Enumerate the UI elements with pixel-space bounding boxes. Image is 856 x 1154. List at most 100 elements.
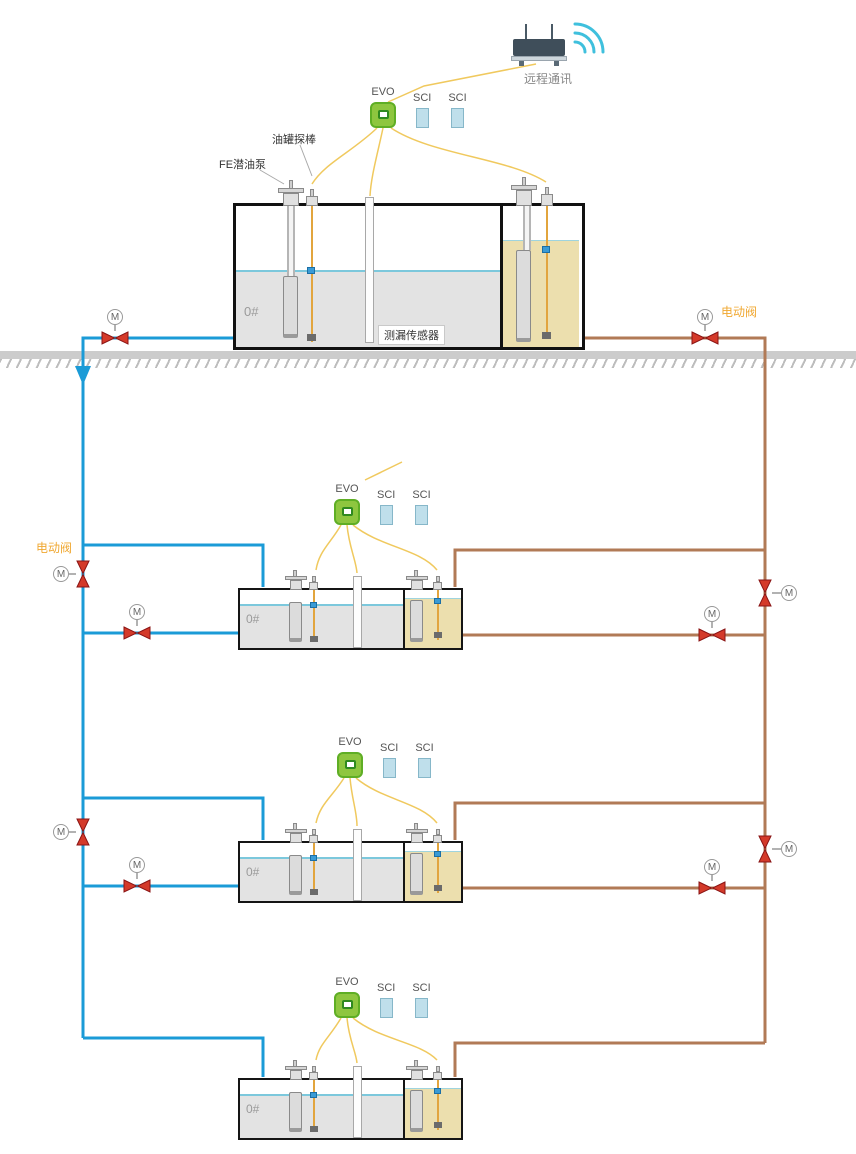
remote-router	[511, 24, 567, 66]
router-leg	[519, 61, 524, 66]
probe-cable	[311, 206, 313, 342]
motor-valve	[123, 626, 151, 640]
router-leg	[554, 61, 559, 66]
motor-badge: M	[53, 824, 69, 840]
evo-screen-icon	[341, 1000, 353, 1009]
evo-console	[337, 752, 363, 778]
probe-cable	[546, 206, 548, 339]
probe-weight	[542, 332, 551, 339]
drop-tube	[523, 206, 531, 250]
probe-cable	[313, 590, 315, 642]
sci-module	[382, 758, 396, 778]
motor-valve	[76, 818, 90, 846]
probe-fitting	[433, 835, 442, 843]
sci-label: SCI	[412, 489, 431, 501]
leak-sensor-tube	[353, 829, 362, 901]
sci-unit: SCI	[380, 742, 398, 778]
evo-unit: EVO	[334, 483, 360, 525]
tank-fitting	[285, 829, 307, 833]
tank-fitting	[511, 185, 537, 190]
probe-cable	[437, 1080, 439, 1130]
antenna-icon	[551, 24, 553, 40]
antenna-icon	[525, 24, 527, 40]
motor-badge: M	[129, 604, 145, 620]
sci-unit: SCI	[412, 982, 431, 1018]
probe-weight	[310, 636, 318, 642]
probe-weight	[434, 885, 442, 891]
probe-cable	[313, 1080, 315, 1132]
underground-tank-1: 0#	[238, 570, 463, 650]
probe-float	[310, 602, 317, 608]
submersible-pump	[289, 602, 302, 642]
probe-float	[434, 851, 441, 857]
oil-fill	[503, 240, 579, 347]
wifi-signal-icon	[573, 22, 605, 54]
submersible-pump	[516, 250, 531, 342]
tank-fitting	[285, 576, 307, 580]
monitoring-station-2: EVO SCI SCI	[334, 483, 431, 525]
motor-valve-label: 电动阀	[36, 541, 73, 555]
label-leader-lines	[259, 144, 313, 185]
probe-fitting	[436, 576, 440, 582]
probe-weight	[310, 1126, 318, 1132]
sci-label: SCI	[380, 742, 399, 754]
router-body	[513, 39, 565, 56]
tank-liquid	[240, 857, 403, 901]
motor-valve	[123, 879, 151, 893]
sci-label: SCI	[413, 92, 432, 104]
probe-float	[310, 1092, 317, 1098]
motor-valve	[698, 881, 726, 895]
probe-fitting	[309, 1072, 318, 1080]
tank-fitting	[406, 1066, 428, 1070]
submersible-pump	[410, 1090, 423, 1132]
oil-compartment	[500, 206, 579, 347]
motor-valve	[691, 331, 719, 345]
evo-label: EVO	[338, 736, 362, 748]
tank-fitting	[290, 580, 302, 590]
evo-label: EVO	[335, 483, 359, 495]
tank-liquid	[240, 604, 403, 648]
probe-weight	[310, 889, 318, 895]
probe-fitting	[312, 829, 316, 835]
monitoring-station-3: EVO SCI SCI	[337, 736, 434, 778]
blue-fuel-pipes	[81, 336, 265, 1077]
evo-console	[334, 992, 360, 1018]
leak-sensor-label: 测漏传感器	[378, 325, 445, 345]
sci-module	[415, 505, 429, 525]
probe-float	[434, 1088, 441, 1094]
sci-module	[415, 108, 429, 128]
motor-valve	[101, 331, 129, 345]
probe-fitting	[433, 1072, 442, 1080]
sci-unit: SCI	[413, 92, 431, 128]
tank-fitting	[411, 833, 423, 843]
probe-cable	[437, 590, 439, 640]
sci-unit: SCI	[448, 92, 467, 128]
tank-fitting	[283, 193, 299, 206]
brown-fuel-pipes	[453, 336, 767, 1077]
motor-badge: M	[781, 585, 797, 601]
remote-comm-label: 远程通讯	[524, 72, 573, 86]
motor-badge: M	[704, 606, 720, 622]
probe-cable	[313, 843, 315, 895]
tank-fitting	[290, 833, 302, 843]
probe-weight	[307, 334, 316, 341]
sci-label: SCI	[448, 92, 467, 104]
motor-badge: M	[697, 309, 713, 325]
motor-valve	[758, 835, 772, 863]
probe-fitting	[433, 582, 442, 590]
motor-badge: M	[704, 859, 720, 875]
sci-label: SCI	[377, 489, 396, 501]
monitoring-station-4: EVO SCI SCI	[334, 976, 431, 1018]
tank-number: 0#	[246, 865, 260, 879]
fe-pump-label: FE潜油泵	[219, 159, 267, 171]
probe-cable	[437, 843, 439, 893]
evo-label: EVO	[371, 86, 395, 98]
leak-sensor-tube	[353, 1066, 362, 1138]
probe-fitting	[436, 1066, 440, 1072]
tank-fitting	[406, 829, 428, 833]
monitoring-station-1: EVO SCI SCI	[370, 86, 467, 128]
probe-fitting	[436, 829, 440, 835]
probe-fitting	[306, 196, 318, 206]
sci-unit: SCI	[377, 489, 395, 525]
probe-fitting	[309, 835, 318, 843]
